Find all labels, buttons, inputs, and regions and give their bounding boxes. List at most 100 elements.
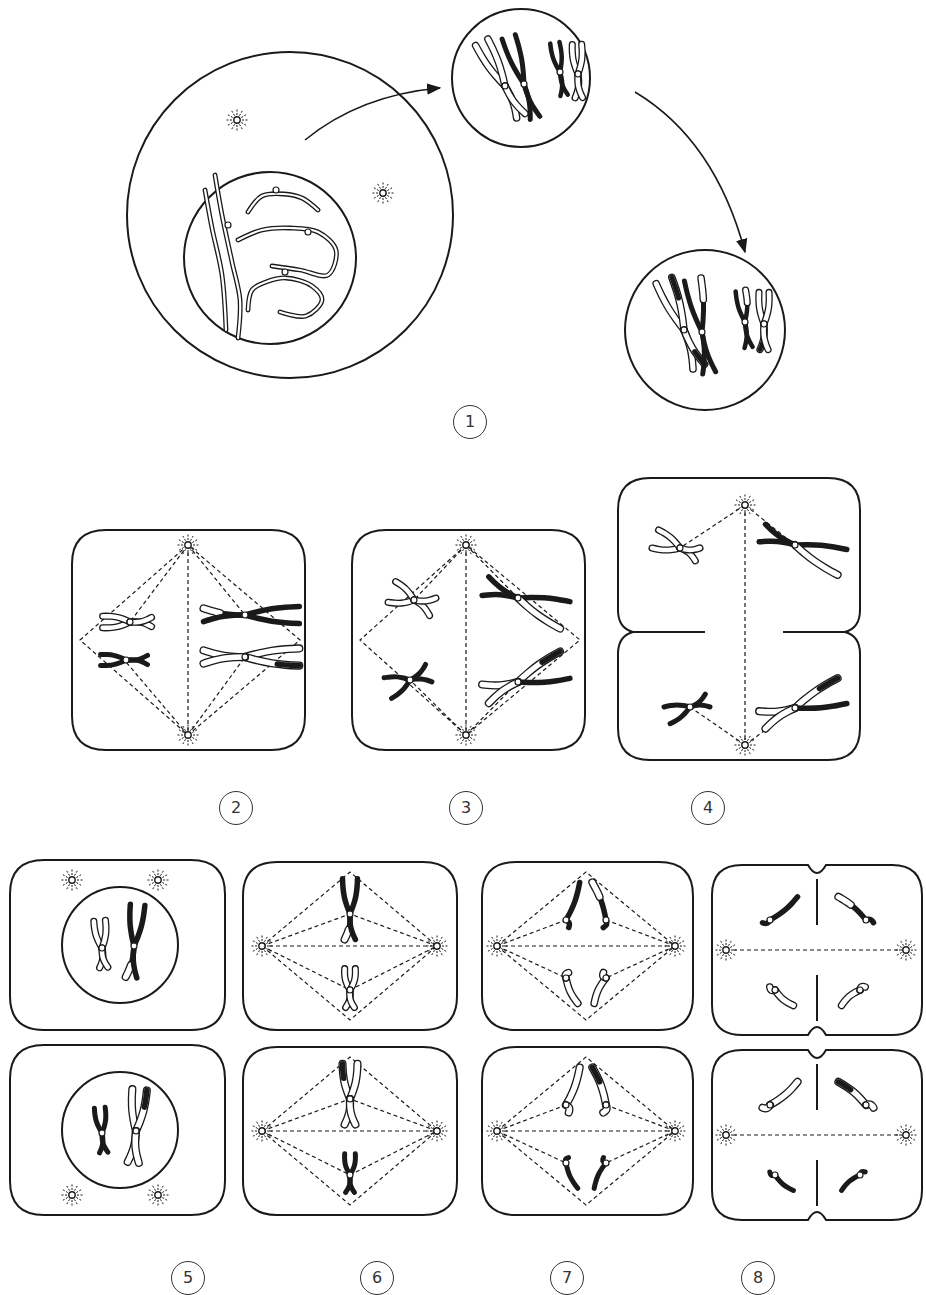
chromatid-outline [135,1131,139,1163]
spindle-fiber [262,1131,437,1205]
chromatid-dark [566,1163,578,1188]
chromatid-dark [795,703,847,708]
spindle-fiber [497,946,675,1020]
centrosome [60,868,84,892]
chromatid-dark [702,332,716,372]
spindle-fiber [497,920,566,946]
spindle-fiber [497,946,566,978]
spindle-fiber [497,945,675,946]
centrosome [425,1119,449,1143]
centrosome [225,108,249,132]
cell-membrane [72,530,305,750]
chromatid-light [838,897,850,905]
chromatid-outline [350,1099,355,1124]
centromere [772,987,778,993]
chromatid-light [238,228,336,276]
chromatid-dark [542,651,560,662]
chromatid-outline [566,1067,580,1105]
chromatid-dark [343,879,350,914]
chromatid-outline [701,278,703,300]
spindle-fiber [726,949,906,950]
chromatid-outline [136,1090,147,1131]
chromatid-outline [126,965,131,977]
centrosome [663,1119,687,1143]
chromatid-dark [245,615,299,624]
centromere [131,943,137,949]
centromere [123,657,129,663]
centromere [603,975,609,981]
chromatid-light [396,582,414,600]
chromatid-light [592,882,599,896]
centromere [857,1172,863,1178]
spindle-fiber [744,505,745,745]
chromatid-outline [248,278,322,317]
chromatid-light [592,1067,606,1105]
spindle-fiber [410,680,466,735]
chromatid-light [764,324,768,350]
centromere [792,705,798,711]
chromatid-outline [350,1064,357,1099]
chromatid-light [770,1082,798,1105]
cell-membrane [618,478,860,760]
spindle-fiber [497,1131,566,1163]
chromatid-light [103,616,130,622]
cell-membrane [127,52,453,378]
cell-membrane [712,1050,922,1220]
spindle-fiber [262,872,437,946]
spindle-fiber [497,1105,566,1131]
anaphase-one-cell [352,530,585,750]
step-number: 6 [372,1270,382,1286]
chromatid-light [795,545,838,575]
chromatid-light [205,190,226,330]
chromatid-light [248,194,318,212]
spindle-fiber [606,946,675,978]
zoom-circle [625,250,785,410]
centromere [242,654,248,660]
chromatid-outline [764,292,769,324]
prophase-two-cells [10,860,225,1215]
metaphase-two-cells [243,862,457,1215]
centromere [127,619,133,625]
chromatid-outline [766,708,795,729]
chromatid-dark [134,905,145,946]
centromere [347,911,353,917]
centromere [767,1102,773,1108]
centromere [557,69,563,75]
centrosome [714,938,738,962]
spindle-fiber [262,914,437,946]
spindle-fiber [465,545,466,735]
spindle-fiber [80,545,300,735]
chromatid-outline [592,1067,606,1105]
spindle-fiber [497,1057,675,1131]
centromere [699,329,705,335]
step-number-circle: 4 [691,791,725,825]
cell-membrane [482,1047,693,1215]
chromatid-dark [144,1090,147,1107]
chromatid-dark [592,882,606,920]
step-number-circle: 6 [360,1261,394,1295]
spindle-fiber [497,1131,675,1205]
chromatid-dark [102,1107,106,1133]
chromatid-dark [592,1067,599,1081]
chromatid-outline [245,657,299,666]
chromatid-light [518,651,560,682]
spindle-fiber [466,682,518,735]
cleavage-furrow [816,1064,818,1110]
step-number: 2 [231,800,241,816]
chromatid-light [766,708,795,729]
chromatid-dark [343,1064,344,1078]
cell-membrane [243,862,457,1030]
chromatid-outline [388,600,414,603]
chromatid-outline [238,228,336,276]
nucleus [184,172,356,344]
spindle-fiber [497,1130,675,1131]
chromatid-outline [578,44,582,74]
centrosome [146,1183,170,1207]
step-number: 3 [461,800,471,816]
chromatid-light [672,277,684,330]
centromere [603,1160,609,1166]
centromere [575,71,581,77]
chromatid-outline [770,1082,798,1105]
spindle-fiber [126,662,188,735]
chromatid-light [795,678,838,708]
